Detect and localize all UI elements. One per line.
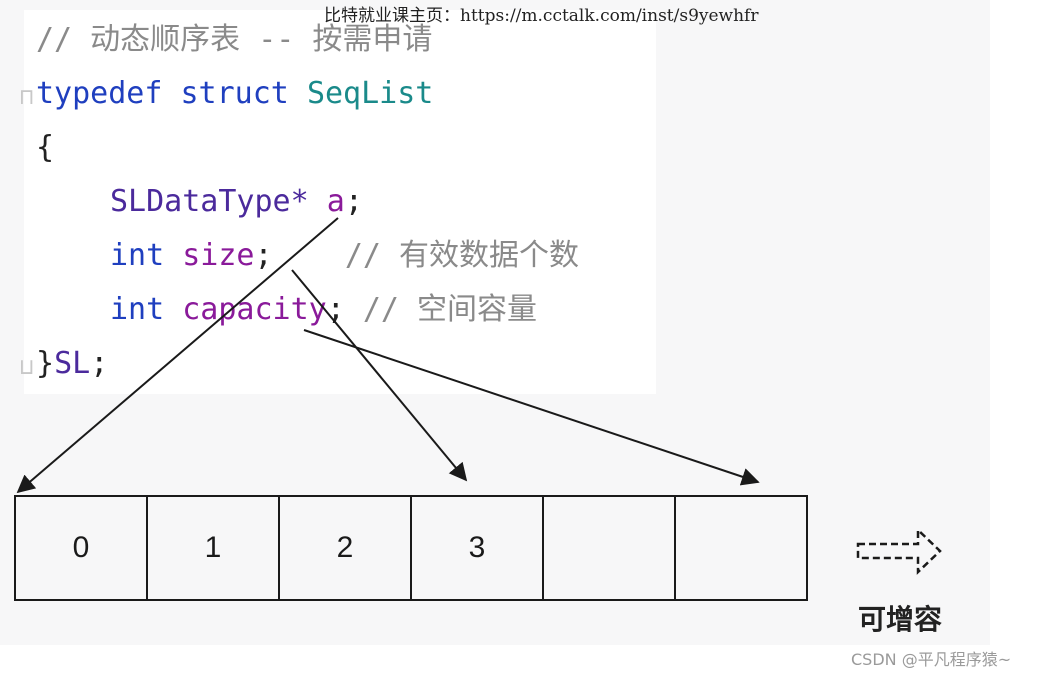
array-cell-5: [676, 497, 808, 599]
code-close-line: }SL;: [36, 346, 108, 382]
dashed-grow-arrow-icon: [856, 527, 942, 575]
struct-keyword: struct: [180, 76, 289, 111]
comment-size: // 有效数据个数: [344, 238, 579, 273]
code-field-capacity-line: int capacity; // 空间容量: [110, 292, 537, 328]
field-a-name: a: [326, 184, 345, 219]
pointer-a-arrow: [16, 217, 339, 494]
struct-alias: SL: [54, 346, 91, 381]
array-boxes: 0 1 2 3: [14, 495, 808, 601]
array-cell-1: 1: [148, 497, 280, 599]
array-cell-0: 0: [16, 497, 148, 599]
array-cell-2: 2: [280, 497, 412, 599]
fold-marker-icon: ⊓: [20, 85, 34, 110]
csdn-credit: CSDN @平凡程序猿~: [851, 650, 1012, 669]
size-arrow: [291, 269, 468, 482]
code-field-size-line: int size; // 有效数据个数: [110, 238, 579, 274]
struct-name: SeqList: [306, 76, 434, 111]
array-cell-3: 3: [412, 497, 544, 599]
field-a-semicolon: ;: [344, 184, 363, 219]
code-panel: 比特就业课主页：https://m.cctalk.com/inst/s9yewh…: [20, 6, 758, 394]
array-cell-4: [544, 497, 676, 599]
code-typedef-line: typedef struct SeqList: [36, 76, 433, 112]
alias-semicolon: ;: [90, 346, 109, 381]
field-capacity-name: capacity: [182, 292, 327, 327]
code-open-brace: {: [36, 130, 55, 165]
size-int-keyword: int: [110, 238, 165, 273]
header-watermark: 比特就业课主页：https://m.cctalk.com/inst/s9yewh…: [324, 6, 759, 26]
capacity-arrow: [303, 329, 760, 486]
comment-capacity: // 空间容量: [362, 292, 538, 327]
fold-end-marker-icon: ⊔: [20, 355, 34, 380]
field-size-name: size: [182, 238, 255, 273]
code-field-a-line: SLDataType* a;: [110, 184, 363, 220]
typedef-keyword: typedef: [36, 76, 163, 111]
capacity-int-keyword: int: [110, 292, 165, 327]
code-comment-line: // 动态顺序表 -- 按需申请: [36, 22, 433, 57]
close-brace: }: [36, 346, 55, 381]
grow-label: 可增容: [858, 603, 943, 636]
field-a-type: SLDataType*: [110, 184, 309, 219]
field-size-semicolon: ;: [254, 238, 273, 273]
